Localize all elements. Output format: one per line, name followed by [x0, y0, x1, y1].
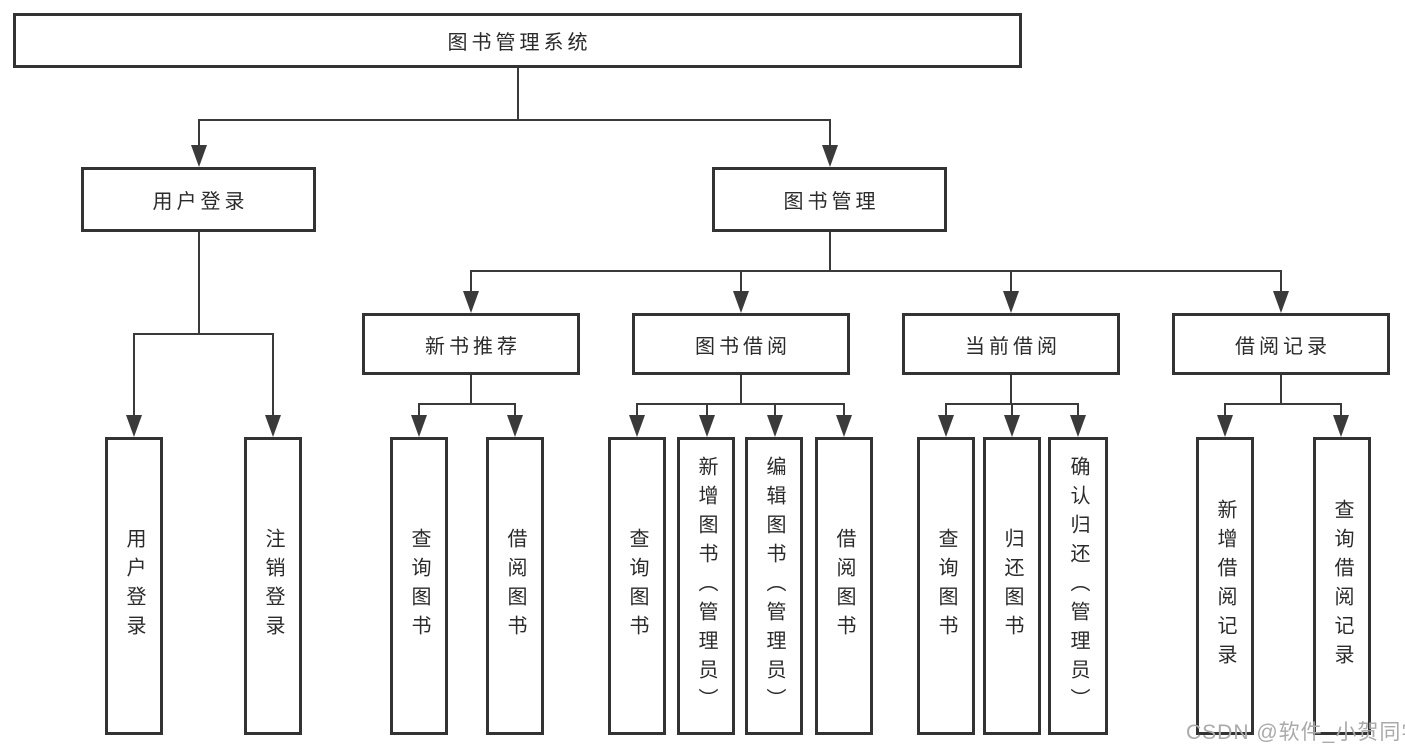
connector-borrowing-records-drop-2 [1340, 403, 1342, 417]
connector-borrowing-records-bar [1224, 403, 1342, 405]
leaf-recommend-query-books: 查询图书 [390, 437, 448, 735]
connector-book-management-drop-2 [740, 270, 742, 293]
connector-borrowing-records-drop-1 [1224, 403, 1226, 417]
node-current-borrowing: 当前借阅 [902, 313, 1120, 375]
arrowhead-icon [767, 415, 783, 437]
arrowhead-icon [938, 415, 954, 437]
node-borrowing-records: 借阅记录 [1172, 313, 1390, 375]
connector-current-borrowing-drop-2 [1011, 403, 1013, 417]
arrowhead-icon [822, 145, 838, 167]
connector-user-login-stem [198, 232, 200, 335]
arrowhead-icon [1070, 415, 1086, 437]
connector-book-borrowing-bar [636, 403, 845, 405]
arrowhead-icon [1273, 291, 1289, 313]
arrowhead-icon [126, 415, 142, 437]
connector-current-borrowing-drop-3 [1077, 403, 1079, 417]
connector-book-borrowing-drop-3 [774, 403, 776, 417]
arrowhead-icon [265, 415, 281, 437]
connector-new-book-bar [418, 403, 516, 405]
connector-new-book-drop-2 [514, 403, 516, 417]
connector-book-management-drop-3 [1010, 270, 1012, 293]
arrowhead-icon [411, 415, 427, 437]
leaf-borrowing-query-books: 查询图书 [608, 437, 666, 735]
node-root-library-management-system: 图书管理系统 [13, 13, 1022, 68]
connector-book-management-drop-1 [470, 270, 472, 293]
connector-new-book-drop-1 [418, 403, 420, 417]
leaf-records-add-borrow-record: 新增借阅记录 [1196, 437, 1254, 735]
connector-book-borrowing-drop-1 [636, 403, 638, 417]
connector-root-stem [517, 67, 519, 121]
leaf-current-confirm-return-admin: 确认归还（管理员） [1048, 437, 1108, 735]
node-book-management: 图书管理 [712, 167, 947, 232]
leaf-borrowing-add-books-admin: 新增图书（管理员） [677, 437, 735, 735]
connector-book-borrowing-drop-2 [706, 403, 708, 417]
node-user-login: 用户登录 [81, 167, 316, 232]
connector-book-borrowing-stem [740, 375, 742, 405]
connector-current-borrowing-drop-1 [945, 403, 947, 417]
arrowhead-icon [191, 145, 207, 167]
arrowhead-icon [629, 415, 645, 437]
connector-current-borrowing-stem [1010, 375, 1012, 405]
connector-root-drop-book-management [829, 119, 831, 147]
connector-new-book-stem [470, 375, 472, 405]
arrowhead-icon [507, 415, 523, 437]
leaf-logout: 注销登录 [244, 437, 302, 735]
csdn-watermark: CSDN @软件_小贺同学 [1186, 721, 1405, 744]
arrowhead-icon [1003, 291, 1019, 313]
connector-borrowing-records-stem [1280, 375, 1282, 405]
leaf-borrowing-edit-books-admin: 编辑图书（管理员） [745, 437, 803, 735]
leaf-current-return-books: 归还图书 [983, 437, 1041, 735]
node-new-book-recommendation: 新书推荐 [362, 313, 580, 375]
connector-book-borrowing-drop-4 [843, 403, 845, 417]
arrowhead-icon [1333, 415, 1349, 437]
arrowhead-icon [1217, 415, 1233, 437]
leaf-user-login: 用户登录 [105, 437, 163, 735]
leaf-recommend-borrow-books: 借阅图书 [486, 437, 544, 735]
leaf-records-query-borrow-record: 查询借阅记录 [1313, 437, 1371, 735]
connector-book-management-stem [829, 232, 831, 272]
connector-book-management-drop-4 [1280, 270, 1282, 293]
arrowhead-icon [463, 291, 479, 313]
arrowhead-icon [836, 415, 852, 437]
node-book-borrowing: 图书借阅 [632, 313, 850, 375]
connector-user-login-drop-1 [133, 333, 135, 417]
connector-user-login-bar [133, 333, 274, 335]
leaf-current-query-books: 查询图书 [917, 437, 975, 735]
connector-root-bar [198, 119, 831, 121]
connector-root-drop-user-login [198, 119, 200, 147]
arrowhead-icon [1004, 415, 1020, 437]
connector-book-management-bar [470, 270, 1282, 272]
connector-user-login-drop-2 [272, 333, 274, 417]
arrowhead-icon [699, 415, 715, 437]
arrowhead-icon [733, 291, 749, 313]
leaf-borrowing-borrow-books: 借阅图书 [815, 437, 873, 735]
